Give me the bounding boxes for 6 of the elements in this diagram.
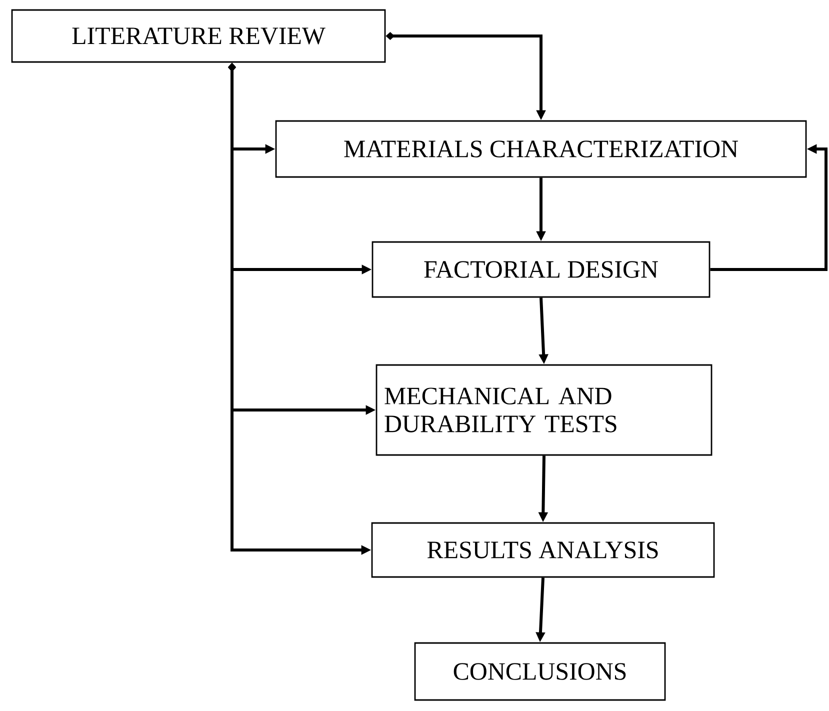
process-box: CONCLUSIONS <box>414 642 666 701</box>
process-box: FACTORIAL DESIGN <box>372 241 710 298</box>
process-box: LITERATURE REVIEW <box>11 9 386 63</box>
process-box: MECHANICAL AND DURABILITY TESTS <box>376 364 712 456</box>
process-box: RESULTS ANALYSIS <box>371 522 715 578</box>
process-box: MATERIALS CHARACTERIZATION <box>275 120 807 178</box>
